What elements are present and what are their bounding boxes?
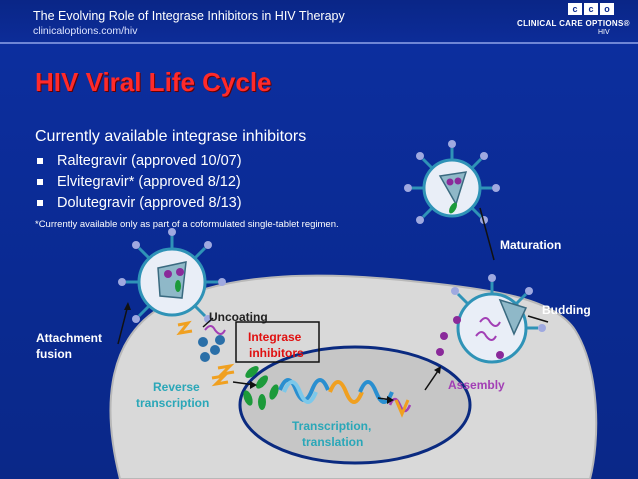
bullet-item: Raltegravir (approved 10/07) xyxy=(35,153,242,174)
bullet-text: Dolutegravir (approved 8/13) xyxy=(57,195,242,211)
label-budding: Budding xyxy=(542,303,591,317)
logo-text: CLINICAL CARE OPTIONS® xyxy=(517,19,630,28)
slide-title: HIV Viral Life Cycle xyxy=(35,67,272,97)
label-translation: translation xyxy=(302,435,364,449)
bullet-text: Raltegravir (approved 10/07) xyxy=(57,153,242,169)
label-reverse: Reverse xyxy=(153,380,200,394)
footnote: *Currently available only as part of a c… xyxy=(35,219,339,230)
logo-letter: c xyxy=(584,3,598,15)
header-bar: The Evolving Role of Integrase Inhibitor… xyxy=(0,0,638,44)
capsid-fragments-icon xyxy=(176,320,235,387)
label-attachment: Attachment xyxy=(36,331,103,345)
label-transcription: transcription xyxy=(136,396,210,410)
assembly-proteins-icon xyxy=(436,316,461,356)
bullet-icon xyxy=(37,158,43,164)
label-uncoating: Uncoating xyxy=(209,310,268,324)
label-maturation: Maturation xyxy=(500,238,562,252)
bullet-icon xyxy=(37,179,43,185)
integrase-inhibitors-box xyxy=(235,321,320,363)
label-transcription-translation: Transcription, xyxy=(292,419,372,433)
virus-mature-icon xyxy=(404,140,500,224)
label-fusion: fusion xyxy=(36,347,72,361)
bullet-icon xyxy=(37,200,43,206)
logo-letter: c xyxy=(568,3,582,15)
virus-budding-icon xyxy=(451,274,546,364)
rna-strand-icon xyxy=(394,399,410,418)
label-assembly: Assembly xyxy=(448,378,505,392)
bullet-item: Elvitegravir* (approved 8/12) xyxy=(35,174,242,195)
virus-attaching-icon xyxy=(118,228,226,323)
bullet-text: Elvitegravir* (approved 8/12) xyxy=(57,174,241,190)
presentation-url: clinicaloptions.com/hiv xyxy=(33,25,138,37)
logo-letter: o xyxy=(600,3,614,15)
integrase-enzyme-icon xyxy=(243,366,279,410)
logo-icon: c c o xyxy=(568,3,614,15)
bullet-list: Raltegravir (approved 10/07) Elvitegravi… xyxy=(35,153,242,216)
nucleus xyxy=(238,345,472,465)
label-inhibitors: inhibitors xyxy=(249,346,304,360)
slide-subtitle: Currently available integrase inhibitors xyxy=(35,128,307,145)
bullet-item: Dolutegravir (approved 8/13) xyxy=(35,195,242,216)
process-arrows xyxy=(117,207,549,401)
logo-subtext: HIV xyxy=(598,29,610,36)
arrowheads xyxy=(124,302,441,404)
presentation-title: The Evolving Role of Integrase Inhibitor… xyxy=(33,9,345,23)
label-integrase: Integrase xyxy=(248,330,302,344)
